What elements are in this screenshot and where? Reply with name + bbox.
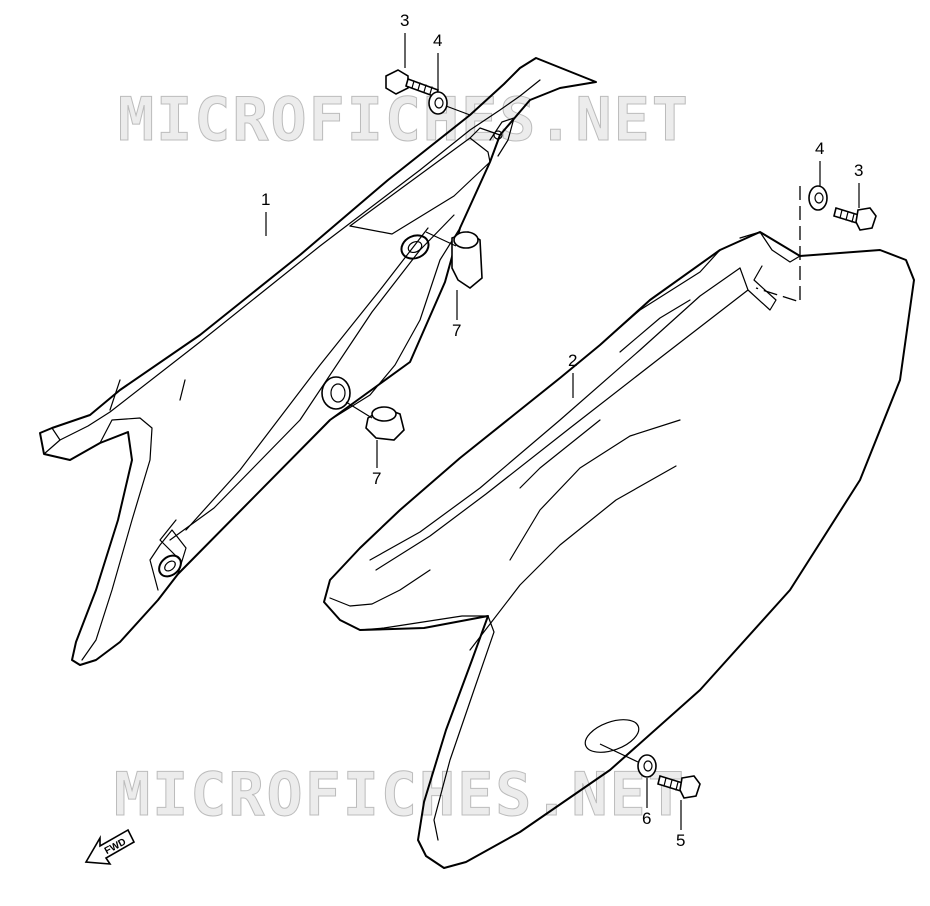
callout-1: 1 (261, 190, 270, 236)
callout-5-label: 5 (676, 831, 685, 850)
washer-top (428, 91, 448, 115)
callout-3-right: 3 (854, 161, 863, 208)
callout-5: 5 (676, 800, 685, 850)
callout-7-lower-label: 7 (372, 469, 381, 488)
callout-7-lower: 7 (372, 440, 381, 488)
collar-lower (321, 376, 405, 441)
callout-7-upper: 7 (452, 290, 461, 340)
callout-6-label: 6 (642, 809, 651, 828)
callout-4-right-label: 4 (815, 139, 824, 158)
callout-3-top-label: 3 (400, 11, 409, 30)
frame-cover-left (39, 57, 597, 666)
bolt-lower (657, 774, 701, 799)
watermark-bottom: MICROFICHES.NET (114, 760, 686, 830)
callout-7-upper-label: 7 (452, 321, 461, 340)
forward-arrow-icon: FWD (84, 828, 136, 865)
callout-2: 2 (568, 351, 577, 398)
callout-3-top: 3 (400, 11, 409, 68)
watermark-top: MICROFICHES.NET (118, 85, 690, 155)
bolt-right (833, 206, 877, 231)
callout-6: 6 (642, 778, 651, 828)
callout-3-right-label: 3 (854, 161, 863, 180)
side-cover-right (323, 231, 915, 869)
callout-1-label: 1 (261, 190, 270, 209)
callout-2-label: 2 (568, 351, 577, 370)
callout-4-right: 4 (815, 139, 824, 186)
collar-upper (425, 231, 483, 289)
washer-lower (637, 754, 657, 778)
callout-4-top: 4 (433, 31, 442, 92)
washer-right (808, 185, 828, 211)
forward-label: FWD (103, 837, 128, 857)
callout-4-top-label: 4 (433, 31, 442, 50)
